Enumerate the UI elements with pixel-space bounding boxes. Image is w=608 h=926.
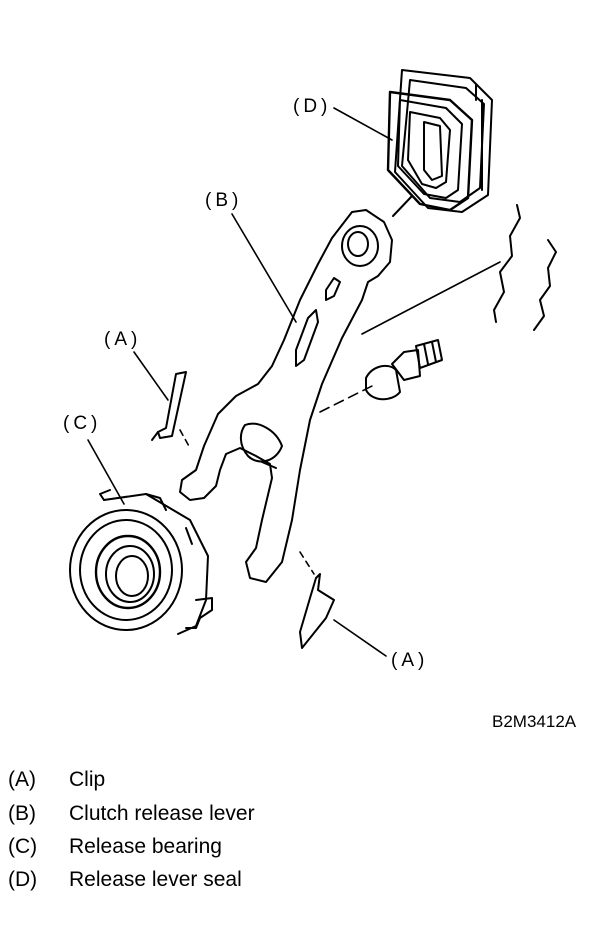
legend-text: Clutch release lever (69, 802, 255, 825)
legend-key: (C) (8, 835, 38, 858)
clip-upper (151, 371, 191, 449)
legend-key: (D) (8, 868, 38, 891)
leader-lines (87, 107, 393, 657)
callout-b: (B) (205, 190, 243, 211)
clip-lower (299, 551, 335, 649)
legend-text: Release lever seal (69, 868, 242, 891)
release-lever-seal (386, 69, 493, 213)
exploded-diagram: (D) (B) (A) (C) (A) (63, 69, 557, 671)
callout-a-lower: (A) (391, 650, 429, 671)
figure-code: B2M3412A (492, 712, 577, 731)
housing-break-line (493, 204, 557, 331)
clutch-release-lever (179, 209, 393, 583)
release-bearing (69, 489, 213, 635)
callout-c: (C) (63, 413, 102, 434)
callout-a-upper: (A) (104, 329, 142, 350)
callout-d: (D) (293, 96, 332, 117)
legend-text: Release bearing (69, 835, 222, 858)
legend-text: Clip (69, 768, 106, 791)
legend-key: (A) (8, 768, 36, 791)
pivot-bolt (365, 339, 443, 401)
legend-key: (B) (8, 802, 36, 825)
